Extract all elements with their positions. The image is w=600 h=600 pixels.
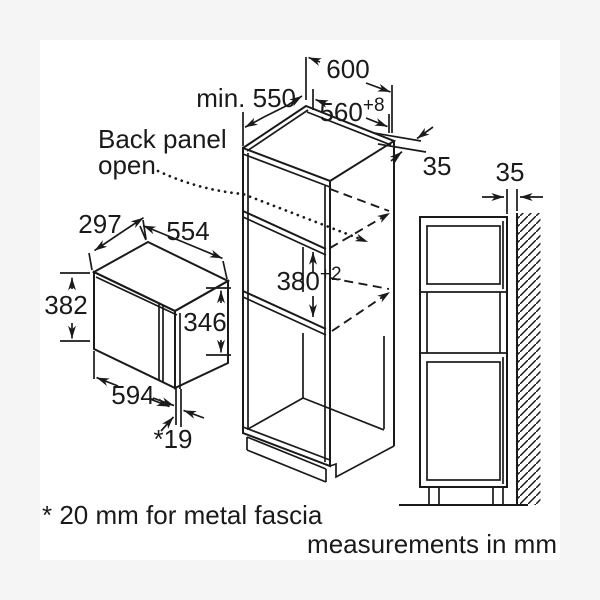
tall-cabinet-outline: [242, 104, 397, 483]
footnote-metal-fascia: * 20 mm for metal fascia: [42, 500, 323, 530]
units-note: measurements in mm: [307, 529, 557, 559]
side-view-outline: [399, 216, 528, 506]
dim-appliance-depth-label: 297: [78, 209, 121, 239]
dim-appliance-side-height-label: 346: [183, 307, 226, 337]
cabinet-interior-lines: [247, 247, 385, 431]
cabinet-shelves: [242, 210, 327, 336]
wall-hatching: [517, 213, 541, 505]
dim-appliance-height: 382: [44, 272, 90, 342]
dim-appliance-body-width-label: 554: [166, 216, 209, 246]
dim-door-protrusion: *19: [152, 387, 205, 454]
dim-wall-gap-label: 35: [496, 157, 525, 187]
wall-section: [516, 213, 541, 505]
dim-min-depth: min. 550: [196, 83, 303, 146]
cabinet-plinth: [246, 436, 395, 483]
dim-top-back-offset-label: 35: [423, 151, 452, 181]
dim-appliance-front-width-label: 594: [111, 380, 154, 410]
microwave-outline: [91, 240, 231, 390]
back-panel-open-label-line2: open: [98, 150, 156, 180]
dim-wall-gap: 35: [482, 157, 543, 214]
dim-appliance-depth: 297: [78, 209, 147, 271]
dim-cabinet-width: 600: [305, 54, 393, 133]
dim-door-protrusion-label: *19: [153, 424, 192, 454]
airflow-dashed-arrows: [329, 188, 391, 332]
dim-niche-height-label: 380+2: [276, 264, 341, 296]
diagram-paper: [40, 40, 560, 560]
dim-top-back-offset: 35: [373, 126, 452, 181]
back-panel-leader-dotted-line: [156, 169, 370, 244]
dim-appliance-side-height: 346: [183, 287, 231, 356]
dim-appliance-height-label: 382: [44, 290, 87, 320]
dim-appliance-body-width: 554: [139, 216, 228, 280]
dim-min-depth-label: min. 550: [196, 83, 296, 113]
dim-niche-height: 380+2: [276, 252, 342, 317]
dim-niche-width: 560+8: [312, 89, 390, 133]
cabinet-feet: [428, 487, 504, 504]
back-panel-open-label-line1: Back panel: [98, 124, 227, 154]
dim-cabinet-width-label: 600: [326, 54, 369, 84]
dim-niche-width-label: 560+8: [319, 95, 384, 127]
